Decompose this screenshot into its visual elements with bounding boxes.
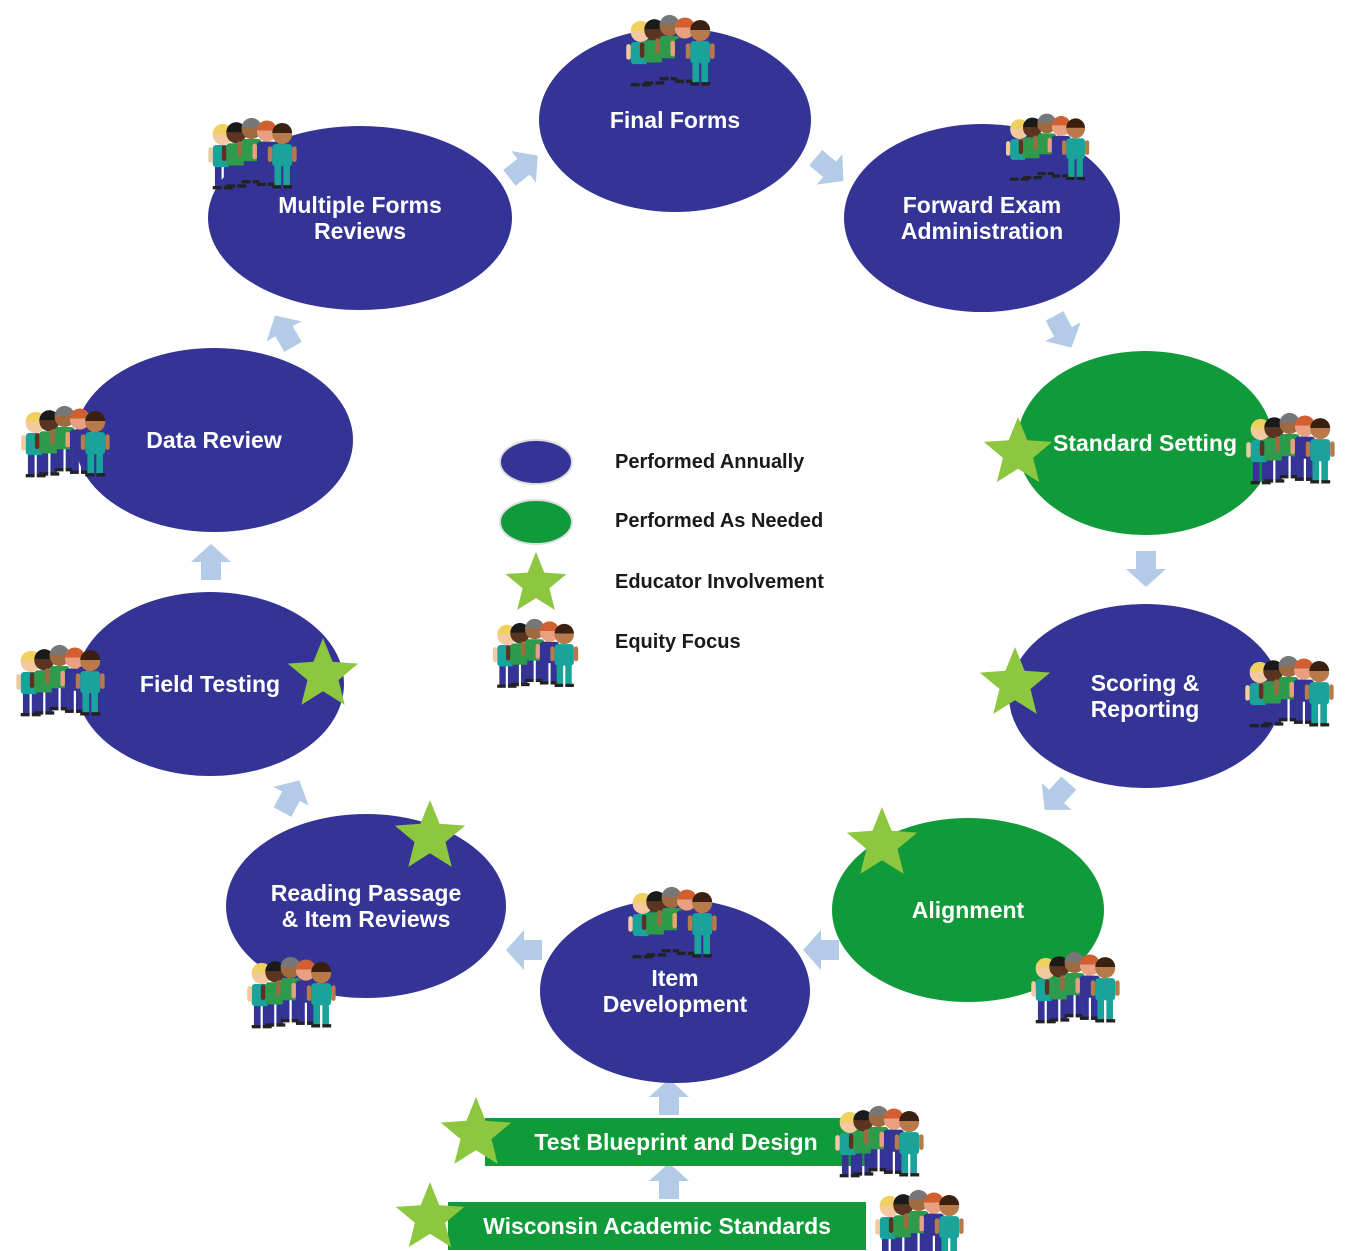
- educator-star-icon: [846, 807, 918, 874]
- node-ellipse: [76, 592, 344, 776]
- bar-label: Test Blueprint and Design: [534, 1129, 817, 1155]
- flow-arrow-icon: [506, 930, 542, 970]
- bar-rect: [485, 1118, 867, 1166]
- flow-arrow-icon: [266, 315, 302, 352]
- bar-blueprint: Test Blueprint and Design: [485, 1118, 867, 1166]
- decorations: [16, 14, 1335, 1251]
- node-label: Item: [651, 965, 698, 991]
- educator-star-icon: [440, 1097, 512, 1164]
- flow-arrows: [191, 150, 1166, 1199]
- diverse-people-group-icon: [628, 886, 717, 959]
- diverse-people-group-icon: [492, 618, 579, 688]
- node-label: Standard Setting: [1053, 430, 1237, 456]
- node-final-forms: Final Forms: [539, 28, 811, 212]
- flow-arrow-icon: [649, 1079, 689, 1115]
- educator-star-icon: [979, 647, 1051, 714]
- node-field-testing: Field Testing: [76, 592, 344, 776]
- node-label: Forward Exam: [903, 192, 1062, 218]
- legend-as-needed-swatch: [499, 499, 573, 545]
- node-reading: Reading Passage& Item Reviews: [226, 814, 506, 998]
- flow-arrow-icon: [273, 780, 309, 817]
- node-standard-setting: Standard Setting: [1017, 351, 1273, 535]
- diverse-people-group-icon: [1246, 412, 1335, 485]
- diverse-people-group-icon: [835, 1105, 924, 1178]
- legend-label-annual: Performed Annually: [615, 451, 805, 473]
- node-ellipse: [75, 348, 353, 532]
- node-ellipse: [226, 814, 506, 998]
- node-label: Alignment: [912, 897, 1025, 923]
- legend-label-equity: Equity Focus: [615, 631, 741, 653]
- legend-label-as-needed: Performed As Needed: [615, 510, 823, 532]
- diverse-people-group-icon: [1031, 951, 1120, 1024]
- legend-label-educator: Educator Involvement: [615, 571, 824, 593]
- diverse-people-group-icon: [626, 14, 715, 87]
- node-label: Scoring &: [1091, 670, 1200, 696]
- legend-annual-swatch: [499, 439, 573, 485]
- node-label: Administration: [901, 218, 1063, 244]
- diverse-people-group-icon: [1006, 113, 1090, 181]
- node-ellipse: [1017, 351, 1273, 535]
- diverse-people-group-icon: [247, 956, 336, 1029]
- node-label: Data Review: [146, 427, 282, 453]
- diverse-people-group-icon: [208, 117, 297, 190]
- node-label: Reporting: [1091, 696, 1200, 722]
- bar-label: Wisconsin Academic Standards: [483, 1213, 831, 1239]
- node-label: Reviews: [314, 218, 406, 244]
- flow-arrow-icon: [803, 930, 839, 970]
- node-label: Field Testing: [140, 671, 280, 697]
- flow-arrow-icon: [1045, 311, 1081, 348]
- educator-star-icon: [394, 800, 466, 867]
- flow-arrow-icon: [191, 544, 231, 580]
- flow-arrow-icon: [1041, 776, 1077, 810]
- educator-star-icon: [983, 417, 1053, 483]
- legend-star-icon: [505, 552, 567, 610]
- node-label: Final Forms: [610, 107, 740, 133]
- flow-arrow-icon: [1126, 551, 1166, 587]
- educator-star-icon: [287, 638, 359, 705]
- bar-rect: [448, 1202, 866, 1250]
- node-ellipse: [540, 899, 810, 1083]
- node-scoring: Scoring &Reporting: [1009, 604, 1281, 788]
- node-label: Development: [603, 991, 748, 1017]
- diverse-people-group-icon: [1245, 655, 1334, 728]
- flow-arrow-icon: [809, 150, 844, 185]
- flow-arrow-icon: [649, 1163, 689, 1199]
- diverse-people-group-icon: [21, 405, 110, 478]
- node-label: & Item Reviews: [282, 906, 451, 932]
- node-ellipse: [539, 28, 811, 212]
- diverse-people-group-icon: [16, 644, 105, 717]
- node-ellipse: [1009, 604, 1281, 788]
- node-label: Multiple Forms: [278, 192, 442, 218]
- diverse-people-group-icon: [875, 1189, 964, 1251]
- node-data-review: Data Review: [75, 348, 353, 532]
- bar-standards: Wisconsin Academic Standards: [448, 1202, 866, 1250]
- node-label: Reading Passage: [271, 880, 461, 906]
- educator-star-icon: [395, 1182, 465, 1248]
- flow-arrow-icon: [503, 151, 538, 186]
